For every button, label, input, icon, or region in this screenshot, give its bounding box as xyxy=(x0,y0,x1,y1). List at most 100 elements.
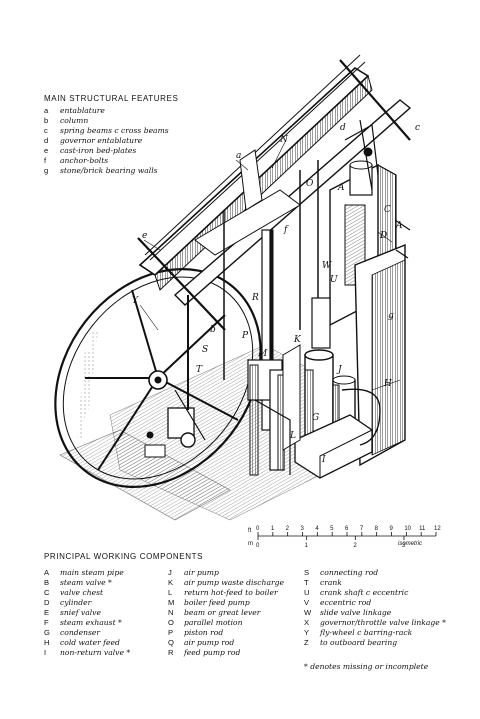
component-text: air pump xyxy=(184,568,219,577)
scale-tick-m: 2 xyxy=(353,543,357,549)
component-text: air pump waste discharge xyxy=(184,578,284,587)
callout-a: a xyxy=(236,151,241,161)
stone-wall-base xyxy=(59,429,231,521)
callout-M: M xyxy=(257,349,268,359)
callout-O: O xyxy=(306,179,314,189)
component-key: I xyxy=(44,648,47,657)
feature-text: stone/brick bearing walls xyxy=(60,166,158,175)
scale-label: isometric xyxy=(398,541,422,547)
component-key: Y xyxy=(304,628,310,637)
component-text: feed pump rod xyxy=(184,648,241,657)
component-key: V xyxy=(304,598,310,607)
callout-A: A xyxy=(395,221,403,231)
component-key: J xyxy=(168,568,172,577)
callout-L: L xyxy=(289,431,296,441)
feature-key: g xyxy=(44,166,49,175)
component-key: M xyxy=(168,598,175,607)
components-heading: PRINCIPAL WORKING COMPONENTS xyxy=(44,552,204,561)
scale-tick-ft: 12 xyxy=(434,526,441,532)
callout-e: e xyxy=(142,231,147,241)
scale-tick-ft: 11 xyxy=(419,526,426,532)
callout-Y: Y xyxy=(132,296,139,306)
scale-tick-ft: 4 xyxy=(315,526,319,532)
callout-N: N xyxy=(279,135,289,145)
component-text: steam valve * xyxy=(60,578,112,587)
callout-f: f xyxy=(283,225,289,235)
component-key: B xyxy=(44,578,50,587)
component-key: P xyxy=(168,628,174,637)
component-text: connecting rod xyxy=(320,568,379,577)
feature-text: entablature xyxy=(60,106,105,115)
scale-unit-ft: ft xyxy=(248,528,252,534)
component-text: crank shaft c eccentric xyxy=(320,588,409,597)
callout-X: A xyxy=(337,183,345,193)
component-key: W xyxy=(304,608,312,617)
callout-J: J xyxy=(336,365,343,375)
component-text: snief valve xyxy=(60,608,101,617)
component-text: crank xyxy=(320,578,342,587)
component-text: cold water feed xyxy=(60,638,120,647)
feature-key: a xyxy=(44,106,49,115)
callout-T: T xyxy=(196,365,203,375)
component-text: return hot-feed to boiler xyxy=(184,588,278,597)
component-key: L xyxy=(168,588,173,597)
component-text: cylinder xyxy=(60,598,92,607)
feature-key: d xyxy=(44,136,49,145)
component-text: piston rod xyxy=(184,628,224,637)
component-key: U xyxy=(304,588,310,597)
feature-key: b xyxy=(44,116,49,125)
feature-key: f xyxy=(44,156,47,165)
scale-tick-ft: 5 xyxy=(330,526,334,532)
scale-tick-m: 1 xyxy=(305,543,309,549)
feature-item: g stone/brick bearing walls xyxy=(44,166,169,176)
scale-tick-ft: 7 xyxy=(360,526,364,532)
component-key: A xyxy=(44,568,50,577)
scale-tick-ft: 0 xyxy=(256,526,260,532)
cistern xyxy=(294,414,373,479)
scale-tick-ft: 6 xyxy=(345,526,349,532)
feature-text: cast-iron bed-plates xyxy=(60,146,137,155)
component-text: boiler feed pump xyxy=(184,598,250,607)
feature-text: governor entablature xyxy=(60,136,143,145)
component-key: K xyxy=(168,578,174,587)
component-text: parallel motion xyxy=(184,618,243,627)
feed-pump xyxy=(247,344,301,476)
component-key: N xyxy=(168,608,174,617)
callout-K: K xyxy=(293,335,302,345)
feature-item: d governor entablature xyxy=(44,136,169,146)
feature-text: column xyxy=(60,116,89,125)
scale-tick-ft: 8 xyxy=(375,526,379,532)
component-text: beam or great lever xyxy=(184,608,261,617)
callout-S: S xyxy=(202,345,208,355)
callout-d: d xyxy=(340,123,346,133)
callout-G: G xyxy=(312,413,319,423)
scale-tick-m: 3 xyxy=(402,543,406,549)
callout-U: U xyxy=(330,275,338,285)
callout-R: R xyxy=(251,293,259,303)
callout-C: C xyxy=(384,205,391,215)
callout-D: D xyxy=(379,231,387,241)
component-key: Q xyxy=(168,638,174,647)
component-text: governor/throttle valve linkage * xyxy=(320,618,446,627)
scale-tick-ft: 3 xyxy=(301,526,305,532)
